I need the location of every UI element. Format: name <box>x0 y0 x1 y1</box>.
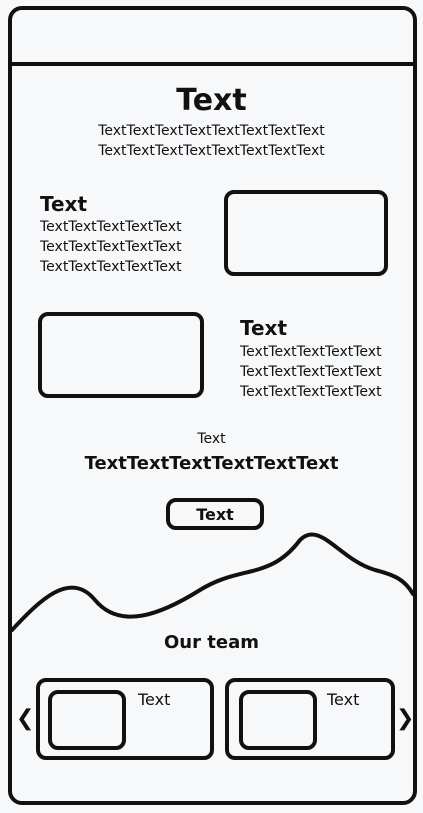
feature-title: Text <box>40 192 88 216</box>
hero-text-line: TextTextTextTextTextTextTextText <box>98 123 325 139</box>
feature-title: Text <box>240 316 288 340</box>
cta-heading: TextTextTextTextTextText <box>84 453 339 474</box>
feature-image-placeholder <box>224 190 388 276</box>
chevron-right-icon[interactable]: ❯ <box>396 706 415 731</box>
team-member-photo <box>48 690 126 750</box>
team-title: Our team <box>164 632 259 653</box>
hero-text-line: TextTextTextTextTextTextTextText <box>98 143 325 159</box>
feature-image-placeholder <box>38 312 204 398</box>
hero-title: Text <box>176 83 247 118</box>
feature-text-line: TextTextTextTextText <box>240 344 382 360</box>
team-member-photo <box>239 690 317 750</box>
wave-divider <box>10 532 415 632</box>
feature-text-line: TextTextTextTextText <box>40 239 182 255</box>
cta-button[interactable]: Text <box>166 498 264 530</box>
chevron-left-icon[interactable]: ❮ <box>16 706 35 731</box>
feature-text-line: TextTextTextTextText <box>40 259 182 275</box>
team-member-name: Text <box>138 690 171 709</box>
cta-label: Text <box>197 431 226 447</box>
feature-text-line: TextTextTextTextText <box>40 219 182 235</box>
feature-text-line: TextTextTextTextText <box>240 384 382 400</box>
team-card[interactable]: Text <box>225 678 395 760</box>
device-frame <box>8 6 417 805</box>
header-bar <box>14 12 412 62</box>
team-card[interactable]: Text <box>36 678 214 760</box>
feature-text-line: TextTextTextTextText <box>240 364 382 380</box>
team-member-name: Text <box>327 690 360 709</box>
